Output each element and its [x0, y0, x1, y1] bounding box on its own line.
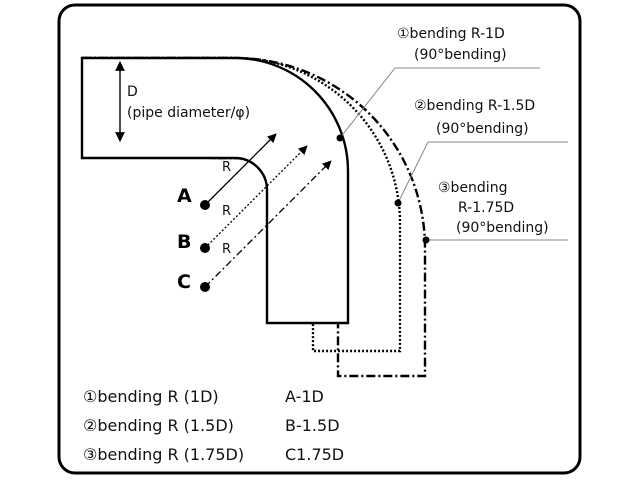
center-point-c	[200, 282, 210, 292]
bend-r1d-outline	[80, 56, 350, 325]
callout-2-line1: ②bending R-1.5D	[414, 98, 535, 114]
radius-arrow-a	[204, 133, 277, 206]
center-label-c: C	[177, 271, 191, 293]
callout-2-line2: (90°bending)	[436, 121, 529, 137]
frame-border	[57, 3, 582, 475]
radius-arrow-b	[204, 145, 308, 249]
callout-1-line2: (90°bending)	[414, 47, 507, 63]
callout-leader-2	[397, 141, 568, 204]
callout-1-line1: ①bending R-1D	[397, 26, 505, 42]
legend-item-2-code: B-1.5D	[285, 416, 340, 435]
callout-3-line1: ③bending	[438, 180, 507, 196]
legend-item-3-name: ③bending R (1.75D)	[83, 445, 244, 464]
callout-dot-1	[336, 134, 344, 142]
callout-3-line3: (90°bending)	[456, 220, 549, 236]
diameter-label: D	[127, 84, 138, 100]
legend-item-2-name: ②bending R (1.5D)	[83, 416, 234, 435]
callout-dot-3	[422, 236, 430, 244]
legend-item-3-code: C1.75D	[285, 445, 344, 464]
callout-dot-2	[394, 199, 402, 207]
diameter-caption: (pipe diameter/φ)	[127, 105, 250, 121]
radius-label-c: R	[222, 242, 231, 257]
radius-label-b: R	[222, 204, 231, 219]
callout-3-line2: R-1.75D	[458, 200, 514, 216]
legend-item-1-name: ①bending R (1D)	[83, 387, 219, 406]
radius-label-a: R	[222, 160, 231, 175]
callout-leader-1	[339, 67, 540, 139]
legend-item-1-code: A-1D	[285, 387, 324, 406]
center-point-b	[200, 243, 210, 253]
center-label-a: A	[177, 185, 192, 207]
center-point-a	[200, 200, 210, 210]
center-label-b: B	[177, 231, 191, 253]
